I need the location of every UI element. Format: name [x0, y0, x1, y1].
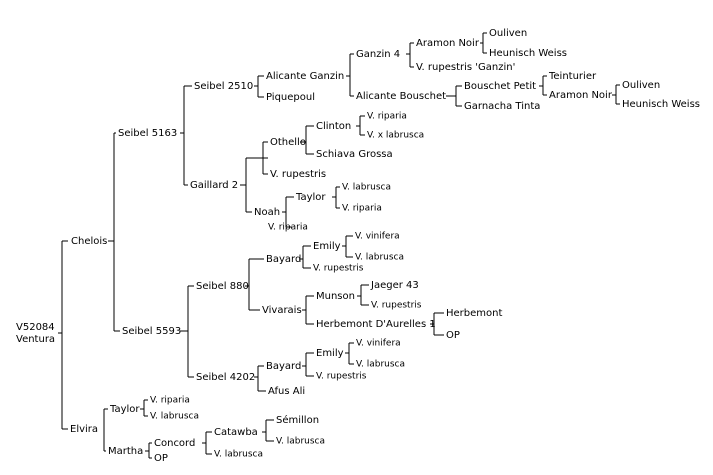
node-v-rupestris-1: V. rupestris	[270, 169, 326, 180]
node-heunisch-weiss: Heunisch Weiss	[489, 48, 567, 59]
node-op-2: OP	[154, 453, 168, 464]
node-seibel-5593: Seibel 5593	[122, 326, 181, 337]
node-aramon-noir-2: Aramon Noir	[549, 90, 613, 101]
node-emily-2: Emily	[316, 348, 344, 359]
node-v-riparia-2: V. riparia	[342, 204, 382, 214]
node-v-vinifera-2: V. vinifera	[356, 339, 401, 349]
node-v-labrusca-2: V. labrusca	[355, 253, 404, 263]
node-garnacha-tinta: Garnacha Tinta	[464, 101, 540, 112]
node-piquepoul: Piquepoul	[266, 92, 315, 103]
node-seibel-4202: Seibel 4202	[196, 372, 255, 383]
node-taylor-2: Taylor	[109, 404, 140, 415]
node-v-labrusca-4: V. labrusca	[150, 412, 199, 422]
node-munson: Munson	[316, 291, 355, 302]
node-taylor-1: Taylor	[295, 192, 326, 203]
node-v-rupestris-4: V. rupestris	[316, 372, 367, 382]
node-bayard-1: Bayard	[266, 254, 301, 265]
node-v-riparia-1: V. riparia	[367, 112, 407, 122]
node-v-rupestris-3: V. rupestris	[371, 301, 422, 311]
tree-connectors	[58, 32, 620, 459]
node-catawba: Catawba	[214, 427, 258, 438]
node-v-labrusca-6: V. labrusca	[276, 437, 325, 447]
node-v-vinifera-1: V. vinifera	[355, 232, 400, 242]
node-concord: Concord	[154, 438, 195, 449]
node-vivarais: Vivarais	[262, 305, 302, 316]
node-herbemont: Herbemont	[446, 308, 502, 319]
node-chelois: Chelois	[71, 236, 107, 247]
node-root-line2: Ventura	[16, 334, 55, 345]
node-alicante-ganzin: Alicante Ganzin	[266, 71, 344, 82]
node-jaeger-43: Jaeger 43	[370, 280, 419, 291]
node-alicante-bouschet: Alicante Bouschet	[356, 91, 446, 102]
node-elvira: Elvira	[70, 424, 98, 435]
node-seibel-880: Seibel 880	[196, 281, 249, 292]
node-noah: Noah	[254, 207, 280, 218]
node-semillon: Sémillon	[276, 414, 319, 426]
node-teinturier: Teinturier	[548, 71, 597, 82]
node-bouschet-petit: Bouschet Petit	[464, 81, 536, 92]
node-martha: Martha	[108, 446, 143, 457]
node-op-1: OP	[446, 330, 460, 341]
node-ouliven: Ouliven	[489, 28, 527, 39]
tree-labels: V52084 Ventura Chelois Elvira Seibel 516…	[16, 28, 700, 464]
node-v-labrusca-1: V. labrusca	[342, 183, 391, 193]
node-aramon-noir: Aramon Noir	[416, 38, 480, 49]
node-heunisch-weiss-2: Heunisch Weiss	[622, 99, 700, 110]
node-gaillard-2: Gaillard 2	[190, 180, 238, 191]
node-v-riparia-3: V. riparia	[268, 223, 308, 233]
node-bayard-2: Bayard	[266, 361, 301, 372]
node-herbemont-daurelles: Herbemont D'Aurelles 1	[316, 319, 436, 330]
node-v-labrusca-3: V. labrusca	[356, 360, 405, 370]
node-ganzin-4: Ganzin 4	[356, 49, 400, 60]
node-v-rupestris-2: V. rupestris	[313, 264, 364, 274]
node-v-x-labrusca: V. x labrusca	[367, 131, 424, 141]
node-v-labrusca-5: V. labrusca	[214, 450, 263, 460]
node-afus-ali: Afus Ali	[268, 386, 305, 397]
node-seibel-2510: Seibel 2510	[194, 81, 253, 92]
node-seibel-5163: Seibel 5163	[118, 128, 177, 139]
node-v-rupestris-ganzin: V. rupestris 'Ganzin'	[416, 62, 515, 73]
node-emily-1: Emily	[313, 241, 341, 252]
node-ouliven-2: Ouliven	[622, 80, 660, 91]
node-othello: Othello	[270, 137, 306, 148]
node-clinton: Clinton	[316, 121, 351, 132]
node-root-line1: V52084	[16, 322, 55, 333]
node-v-riparia-4: V. riparia	[150, 396, 190, 406]
node-schiava-grossa: Schiava Grossa	[316, 149, 393, 160]
